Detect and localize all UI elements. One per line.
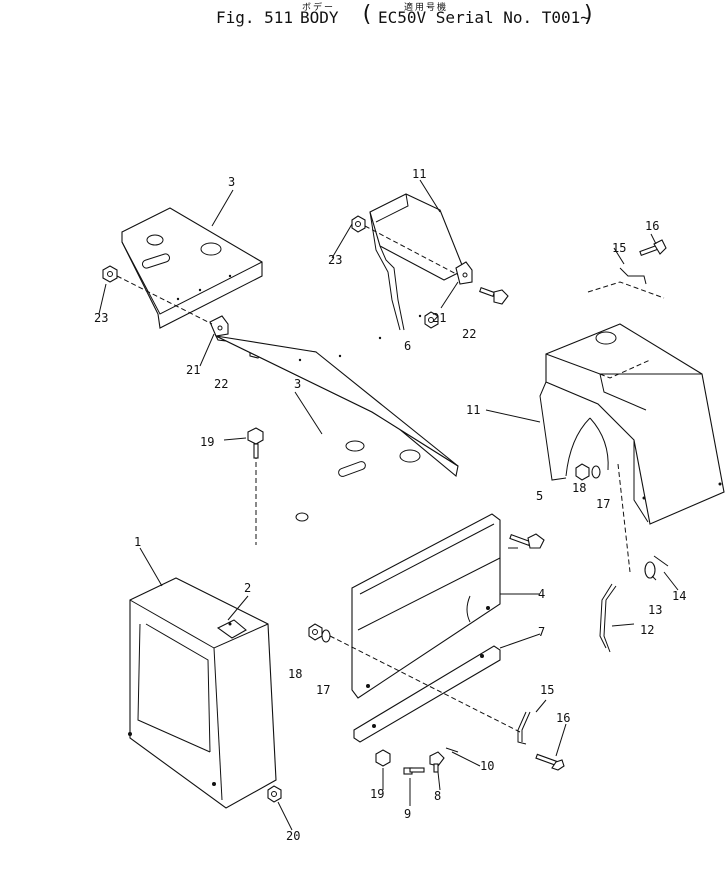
callout-20: 20 [286,829,300,843]
callout-9: 9 [404,807,411,821]
callout-18-mid: 18 [288,667,302,681]
guide-line-15-top [587,281,665,299]
callout-11-top: 11 [412,167,426,181]
callout-2: 2 [244,581,251,595]
bracket-21-right [455,261,473,285]
serial-open-paren: ( [360,2,374,27]
callout-16-bottom: 16 [556,711,570,725]
nut-6 [424,311,439,329]
serial-range: EC50V Serial No. T001~ [378,8,590,27]
callout-3-mid: 3 [294,377,301,391]
serial-close-paren: ) [582,2,596,27]
serial-reading: 適用号機 [404,3,449,13]
callout-22-left: 22 [214,377,228,391]
pin-14 [653,555,669,567]
callout-12: 12 [640,623,654,637]
nut-23-right [351,215,366,233]
nut-23-left [102,265,118,283]
rod-15-bottom [517,711,531,745]
callout-22-right: 22 [462,327,476,341]
callout-11-right: 11 [466,403,480,417]
callout-17-mid: 17 [316,683,330,697]
guide-line-12 [617,463,631,573]
figure-title: BODY [300,8,339,27]
callout-21-left: 21 [186,363,200,377]
bracket-21-left [209,315,229,337]
rod-12 [599,583,617,653]
bolt-9 [403,767,425,775]
bolt-8 [429,751,445,773]
bolt-16-top [639,239,667,257]
bolt-19-top [247,427,264,459]
figure-number: Fig. 511 [216,8,294,27]
leader-lines [98,179,679,831]
callout-8: 8 [434,789,441,803]
callout-7: 7 [538,625,545,639]
callout-16-top: 16 [645,219,659,233]
callout-4: 4 [538,587,545,601]
callout-6: 6 [404,339,411,353]
nut-18-right [575,463,590,481]
washer-17-mid [321,629,331,643]
callout-17-right: 17 [596,497,610,511]
guide-line-23-left [116,275,213,325]
main-top-cover [214,314,459,545]
callout-21-right: 21 [432,311,446,325]
callout-14: 14 [672,589,686,603]
callout-19-bottom: 19 [370,787,384,801]
bolt-5 [509,533,545,549]
callout-1: 1 [134,535,141,549]
rod-15-top [619,267,647,285]
callout-15-top: 15 [612,241,626,255]
bolt-16-bottom [535,753,565,771]
callout-23-left: 23 [94,311,108,325]
side-panel [351,513,501,699]
callout-15-bottom: 15 [540,683,554,697]
pin-10 [445,747,459,753]
nut-18-mid [308,623,323,641]
callout-3-top: 3 [228,175,235,189]
callout-13: 13 [648,603,662,617]
callout-10: 10 [480,759,494,773]
callout-19-top: 19 [200,435,214,449]
lower-plate [329,635,521,743]
callout-23-right: 23 [328,253,342,267]
hood-frame [128,577,277,809]
washer-17-right [591,465,601,479]
bolt-22-right [479,287,509,305]
right-hood [539,323,725,525]
bolt-19-bottom [375,749,391,767]
upper-left-cover [121,207,263,329]
upper-middle-panel [369,193,465,331]
nut-20 [267,785,282,803]
callout-5: 5 [536,489,543,503]
washer-13 [644,561,656,579]
guide-line-23-right [364,225,461,277]
body-reading: ボデー [302,3,336,13]
callout-18-right: 18 [572,481,586,495]
